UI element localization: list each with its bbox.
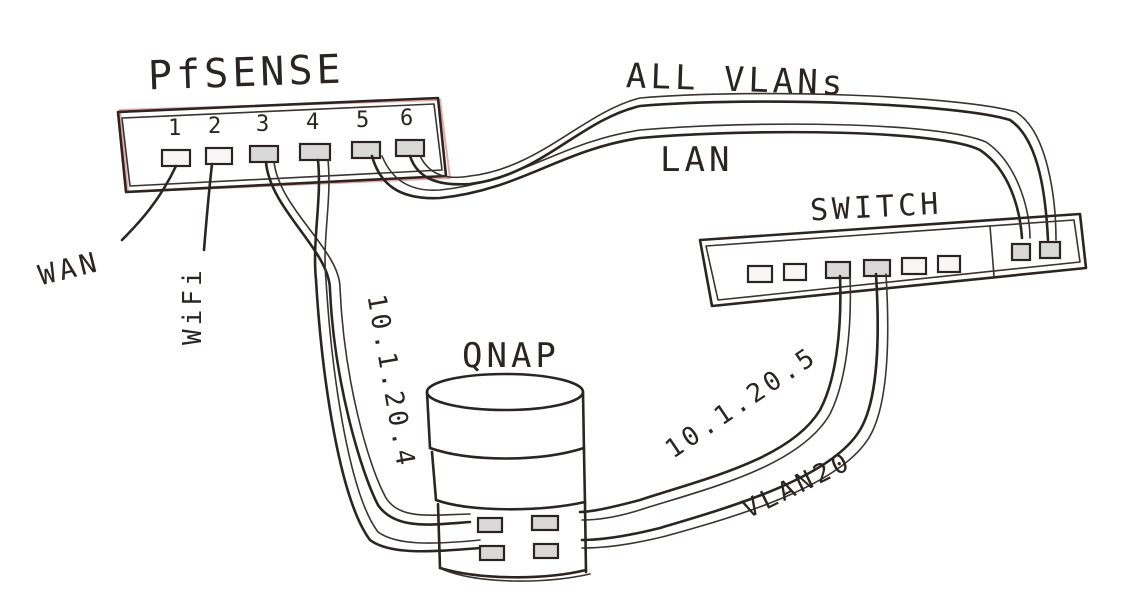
qnap-port-4 [532,542,560,560]
switch-port-6 [936,254,962,274]
switch-port-5 [900,256,928,276]
pfsense-port-number-4: 4 [306,110,320,135]
switch-ports [746,240,1062,284]
all-vlans-label: ALL VLANs [625,56,847,104]
pfsense-port-number-6: 6 [400,106,414,131]
pfsense-port-3 [248,144,280,164]
cable-switch-to-qnap [578,272,889,549]
pfsense-port-2 [204,146,234,166]
qnap-device [425,372,591,582]
switch-port-3 [824,260,852,280]
pfsense-port-4 [298,142,332,162]
all-vlans-cable [408,92,1057,242]
pfsense-port-6 [394,138,426,158]
qnap-port-1 [476,516,504,534]
wan-cable [120,164,178,242]
pfsense-port-number-1: 1 [168,116,182,141]
pfsense-title: PfSENSE [147,46,346,100]
qnap-port-2 [530,514,560,532]
pfsense-port-number-5: 5 [356,108,370,133]
lan-label: LAN [660,140,734,180]
pfsense-port-number-3: 3 [256,112,270,137]
qnap-port-3 [478,544,506,562]
pfsense-port-number-2: 2 [208,114,222,139]
pfsense-port-5 [350,140,382,160]
pfsense-port-1 [160,148,192,168]
qnap-ports [476,514,560,562]
qnap-title: QNAP [462,336,560,376]
switch-port-1 [746,264,774,284]
pfsense-ports [160,138,426,168]
wifi-label: WiFi [178,266,208,345]
switch-port-uplink-1 [1010,242,1032,262]
switch-port-2 [782,262,808,282]
cable-port3-to-qnap [264,160,472,526]
switch-port-uplink-2 [1038,240,1062,260]
switch-box [698,212,1088,308]
wifi-cable [202,162,214,252]
cable-port4-to-qnap [313,158,482,553]
switch-title: SWITCH [809,186,944,229]
lan-cable [370,123,1031,240]
